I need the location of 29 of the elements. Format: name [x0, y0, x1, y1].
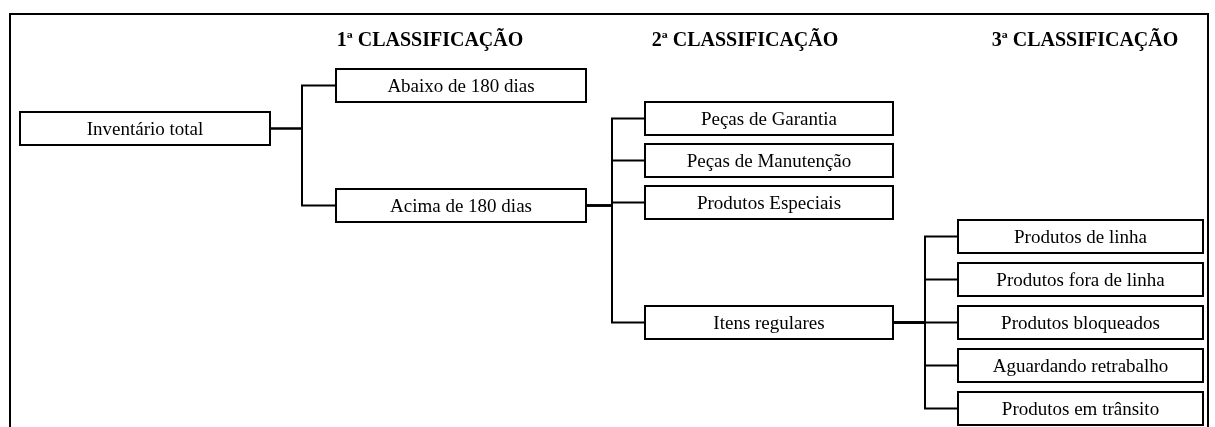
column-heading: 2ª CLASSIFICAÇÃO [651, 28, 839, 51]
connector-line [270, 127, 336, 207]
category-box [644, 143, 894, 178]
box-label: Abaixo de 180 dias [387, 74, 535, 97]
column-heading: 3ª CLASSIFICAÇÃO [991, 28, 1179, 51]
box-label: Itens regulares [713, 311, 825, 334]
connector-line [586, 204, 645, 324]
box-label: Produtos Especiais [696, 191, 842, 214]
category-box [644, 101, 894, 136]
category-box [957, 348, 1204, 383]
category-box [644, 185, 894, 220]
category-box [644, 305, 894, 340]
box-label: Produtos em trânsito [1001, 397, 1160, 420]
category-box [335, 188, 587, 223]
connector-line [893, 321, 958, 410]
box-label: Peças de Garantia [700, 107, 838, 130]
box-label: Acima de 180 dias [390, 194, 532, 217]
category-box [957, 219, 1204, 254]
category-box [19, 111, 271, 146]
category-box [957, 262, 1204, 297]
category-box [335, 68, 587, 103]
category-box [957, 391, 1204, 426]
box-label: Produtos bloqueados [1001, 311, 1160, 334]
category-box [957, 305, 1204, 340]
box-label: Aguardando retrabalho [992, 354, 1169, 377]
box-label: Produtos de linha [1014, 225, 1147, 248]
box-label: Inventário total [86, 117, 204, 140]
box-label: Peças de Manutenção [686, 149, 852, 172]
box-label: Produtos fora de linha [996, 268, 1165, 291]
